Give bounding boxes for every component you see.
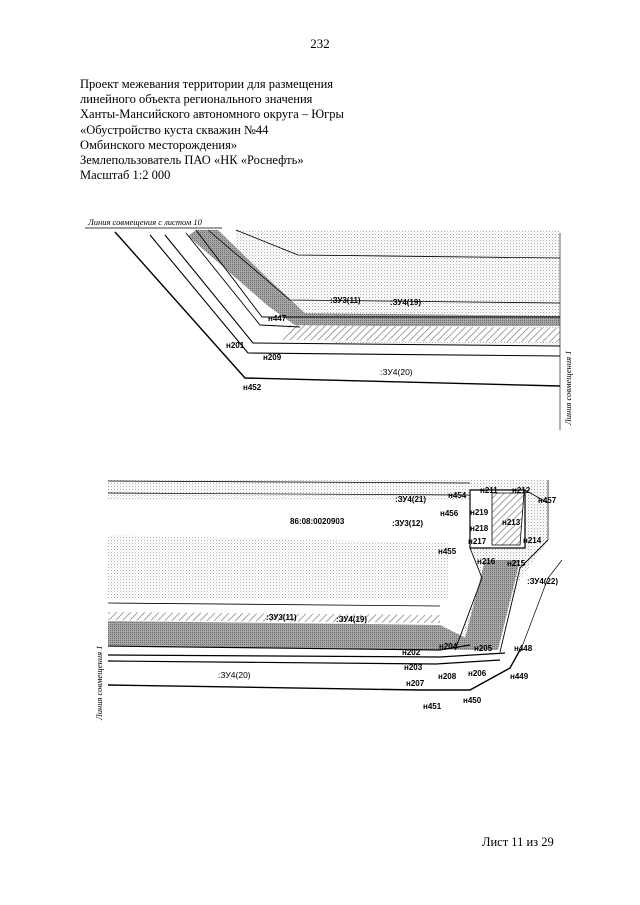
point-label-n215: н215	[507, 559, 526, 568]
map-top: Линия совмещения с листом 10 Линия совме…	[85, 217, 573, 430]
top-hatched-strip	[280, 325, 560, 342]
point-label-n218: н218	[470, 524, 489, 533]
header-line-5: Омбинского месторождения»	[80, 137, 238, 152]
point-label-n447: н447	[268, 314, 287, 323]
point-label-n202: н202	[402, 648, 421, 657]
parcel-label-zu4-19-bottom: :ЗУ4(19)	[336, 615, 367, 624]
point-label-n204: н204	[439, 642, 458, 651]
header-line-6: Землепользователь ПАО «НК «Роснефть»	[80, 153, 304, 168]
bottom-wide-area	[108, 535, 448, 600]
parcel-label-zu4-21: :ЗУ4(21)	[395, 495, 426, 504]
parcel-label-zu3-11-bottom: :ЗУ3(11)	[266, 613, 297, 622]
page-number: 232	[310, 36, 330, 51]
bottom-upper-area	[108, 480, 470, 500]
point-label-n449: н449	[510, 672, 529, 681]
bottom-road-stripe	[108, 612, 440, 623]
point-label-n203: н203	[404, 663, 423, 672]
parcel-label-zu4-20-bottom: :ЗУ4(20)	[218, 670, 251, 680]
scale-line: Масштаб 1:2 000	[80, 168, 171, 183]
header-line-3: Ханты-Мансийского автономного округа – Ю…	[80, 107, 344, 122]
point-label-n201: н201	[226, 341, 245, 350]
point-label-n457: н457	[538, 496, 557, 505]
sheet-number: Лист 11 из 29	[482, 835, 554, 849]
match-line-label-top: Линия совмещения с листом 10	[87, 217, 203, 227]
point-label-n448: н448	[514, 644, 533, 653]
point-label-n452: н452	[243, 383, 262, 392]
point-label-n213: н213	[502, 518, 521, 527]
point-label-n454: н454	[448, 491, 467, 500]
project-header: Проект межевания территории для размещен…	[80, 77, 500, 183]
point-label-n206: н206	[468, 669, 487, 678]
point-label-n211: н211	[480, 486, 498, 495]
header-line-2: линейного объекта регионального значения	[80, 92, 313, 107]
point-label-n456: н456	[440, 509, 459, 518]
parcel-label-zu4-22: :ЗУ4(22)	[527, 577, 558, 586]
header-line-1: Проект межевания территории для размещен…	[80, 77, 334, 91]
bottom-boundary-lines	[107, 480, 563, 691]
point-label-n209: н209	[263, 353, 282, 362]
point-label-n450: н450	[463, 696, 482, 705]
top-road-band	[188, 230, 560, 326]
point-label-n219: н219	[470, 508, 489, 517]
parcel-label-zu3-11: :ЗУ3(11)	[330, 296, 361, 305]
point-label-n205: н205	[474, 644, 493, 653]
parcel-label-zu4-19: :ЗУ4(19)	[390, 298, 421, 307]
point-label-n208: н208	[438, 672, 457, 681]
match-line-label-right: Линия совмещения 1	[563, 351, 573, 426]
point-label-n214: н214	[523, 536, 542, 545]
parcel-label-zu4-20: :ЗУ4(20)	[380, 367, 413, 377]
point-label-n216: н216	[477, 557, 496, 566]
bottom-road-band	[108, 621, 470, 650]
point-label-n212: н212	[512, 486, 531, 495]
map-bottom: Линия совмещения 1 86:08:0020903 :ЗУ4(21…	[94, 480, 563, 721]
bottom-parcel-inner	[491, 492, 525, 546]
cadastral-block-label: 86:08:0020903	[290, 517, 345, 526]
parcel-label-zu3-12: :ЗУ3(12)	[392, 519, 423, 528]
match-line-label-bottom: Линия совмещения 1	[94, 646, 104, 721]
point-label-n455: н455	[438, 547, 457, 556]
point-label-n451: н451	[423, 702, 442, 711]
bottom-vertical-band-dense	[462, 560, 520, 650]
point-label-n217: н217	[468, 537, 487, 546]
header-line-4: «Обустройство куста скважин №44	[80, 122, 269, 137]
top-boundary-lines	[85, 227, 561, 430]
point-label-n207: н207	[406, 679, 425, 688]
